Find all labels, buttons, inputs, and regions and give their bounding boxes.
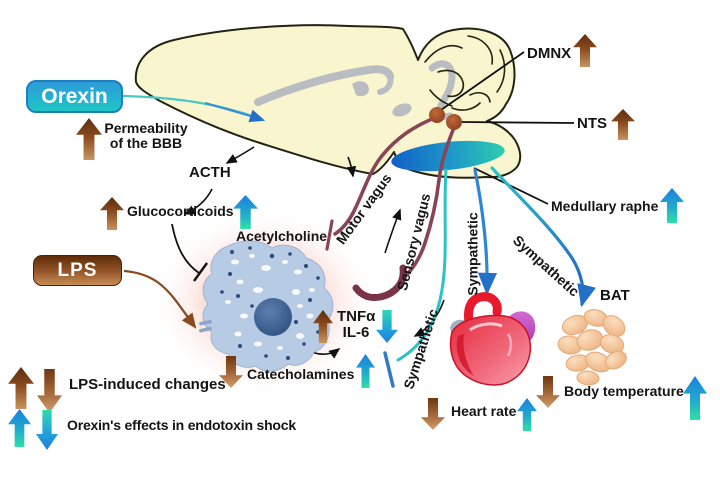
tnf-label: TNFα [337,308,376,325]
il6-label: IL-6 [342,323,370,341]
bat-label: BAT [600,287,630,304]
sympathetic-heart-label: Sympathetic [464,212,481,296]
macrophage-cell [199,240,334,372]
vagus-nerves [325,115,457,301]
sympathetic-fibers [383,166,596,388]
motor-vagus-inhibition-bar [325,219,334,251]
motor-vagus-nerve [333,115,439,236]
bbb-line2: of the BBB [109,134,183,151]
medullary-raphe-label: Medullary raphe [551,198,659,214]
lps-badge: LPS [33,255,122,286]
glucocorticoid-inhibition [171,223,208,282]
sympathetic-to-heart [473,168,498,296]
sympathetic-to-adrenal [396,168,448,362]
dmnx-nucleus [429,107,445,123]
glucocorticoids-label: Glucocorticoids [127,203,234,219]
sympathetic-to-bat [490,166,596,308]
acetylcholine-label: Acetylcholine [236,228,328,244]
nts-nucleus [446,114,462,130]
medullary-raphe-region [391,140,505,172]
acth-label: ACTH [189,164,231,181]
lps-receptor [199,319,212,333]
cytokines-label: TNFα IL-6 [337,309,375,341]
heart-illustration [449,292,536,386]
dmnx-label: DMNX [527,45,572,62]
bbb-permeability-label: Permeability of the BBB [98,121,194,150]
cell-nucleus [254,298,292,336]
lps-arrow [123,269,197,329]
orexin-badge: Orexin [26,80,123,113]
catecholamines-label: Catecholamines [247,366,355,382]
orexin-projection [122,94,266,123]
nts-label: NTS [577,115,607,132]
sensory-ending-hook [352,264,407,301]
heart-rate-label: Heart rate [451,403,517,419]
sensory-vagus-nerve [399,123,457,282]
legend-lps-label: LPS-induced changes [69,376,226,393]
body-temperature-label: Body temperature [564,383,684,399]
legend-orexin-label: Orexin's effects in endotoxin shock [67,417,296,433]
sympathetic-inhibition-bar [383,351,395,388]
bbb-line1: Permeability [104,120,188,136]
bat-illustration [557,309,627,386]
